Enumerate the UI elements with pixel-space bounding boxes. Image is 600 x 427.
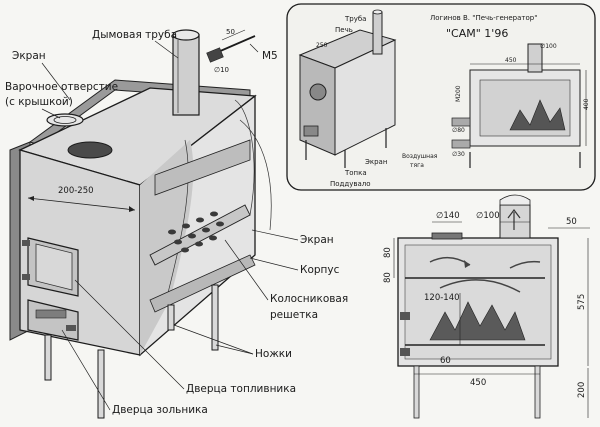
inset-label-d30: ∅30 xyxy=(452,151,465,158)
label-legs: Ножки xyxy=(255,348,292,360)
inset-label-oven: Печь xyxy=(335,26,353,34)
inset-label-d100: ∅100 xyxy=(540,43,557,50)
label-grate-2: решетка xyxy=(270,309,318,321)
section-h80b: 80 xyxy=(383,272,393,283)
bolt-diameter-label: ∅10 xyxy=(214,66,229,74)
inset-author: Логинов В. "Печь-генератор" xyxy=(430,14,537,22)
inset-label-250: 250 xyxy=(316,42,328,49)
inset-label-air: Воздушная xyxy=(402,153,438,160)
inset-label-firebox: Топка xyxy=(344,169,367,177)
label-screen-right: Экран xyxy=(300,234,334,246)
inset-label-pipe: Труба xyxy=(344,15,366,23)
label-screen-top: Экран xyxy=(12,50,46,62)
bolt-detail: 50 ∅10 М5 xyxy=(206,28,278,74)
inset-section xyxy=(451,43,587,168)
section-h120: 120-140 xyxy=(424,293,460,303)
inset-label-d80: ∅80 xyxy=(452,127,465,134)
inset-label-screen: Экран xyxy=(365,158,387,166)
section-drawing xyxy=(393,194,590,419)
inset-title: "САМ" 1'96 xyxy=(446,27,508,40)
section-top: 50 xyxy=(566,217,577,227)
section-w450: 450 xyxy=(470,378,486,388)
main-stove xyxy=(9,29,272,419)
inset-stove xyxy=(298,9,397,168)
section-h80a: 80 xyxy=(383,247,393,258)
bolt-thread-label: М5 xyxy=(262,50,278,62)
inset-label-400: 400 xyxy=(583,98,590,110)
section-d100: ∅100 xyxy=(476,211,500,221)
section-h60: 60 xyxy=(440,356,451,366)
label-body: Корпус xyxy=(300,264,340,276)
main-labels: Дымовая труба Экран Варочное отверстие (… xyxy=(5,29,348,416)
grate-holes xyxy=(168,211,224,253)
inset-label-ashpit: Поддувало xyxy=(330,180,371,188)
inset-box: Труба Печь 250 Экран Топка Поддувало Лог… xyxy=(286,3,596,191)
inset-label-air-2: тяга xyxy=(410,162,424,169)
legs xyxy=(44,284,219,419)
label-ash-door: Дверца зольника xyxy=(112,404,208,416)
inset-label-450: 450 xyxy=(505,57,517,64)
inset-label-m200: М200 xyxy=(455,85,462,102)
cooking-hole xyxy=(67,141,113,159)
section-h575: 575 xyxy=(577,294,587,310)
label-chimney: Дымовая труба xyxy=(92,29,177,41)
cooking-hole-lid xyxy=(46,113,84,127)
section-leg: 200 xyxy=(577,382,587,398)
label-grate: Колосниковая xyxy=(270,293,348,305)
section-d140: ∅140 xyxy=(436,211,460,221)
chimney-pipe xyxy=(172,34,200,116)
label-width: 200-250 xyxy=(58,186,94,196)
label-fuel-door: Дверца топливника xyxy=(186,383,296,395)
label-cook-hole: Варочное отверстие xyxy=(5,81,118,93)
bolt-length-label: 50 xyxy=(226,28,235,36)
label-cook-hole-2: (с крышкой) xyxy=(5,96,73,108)
